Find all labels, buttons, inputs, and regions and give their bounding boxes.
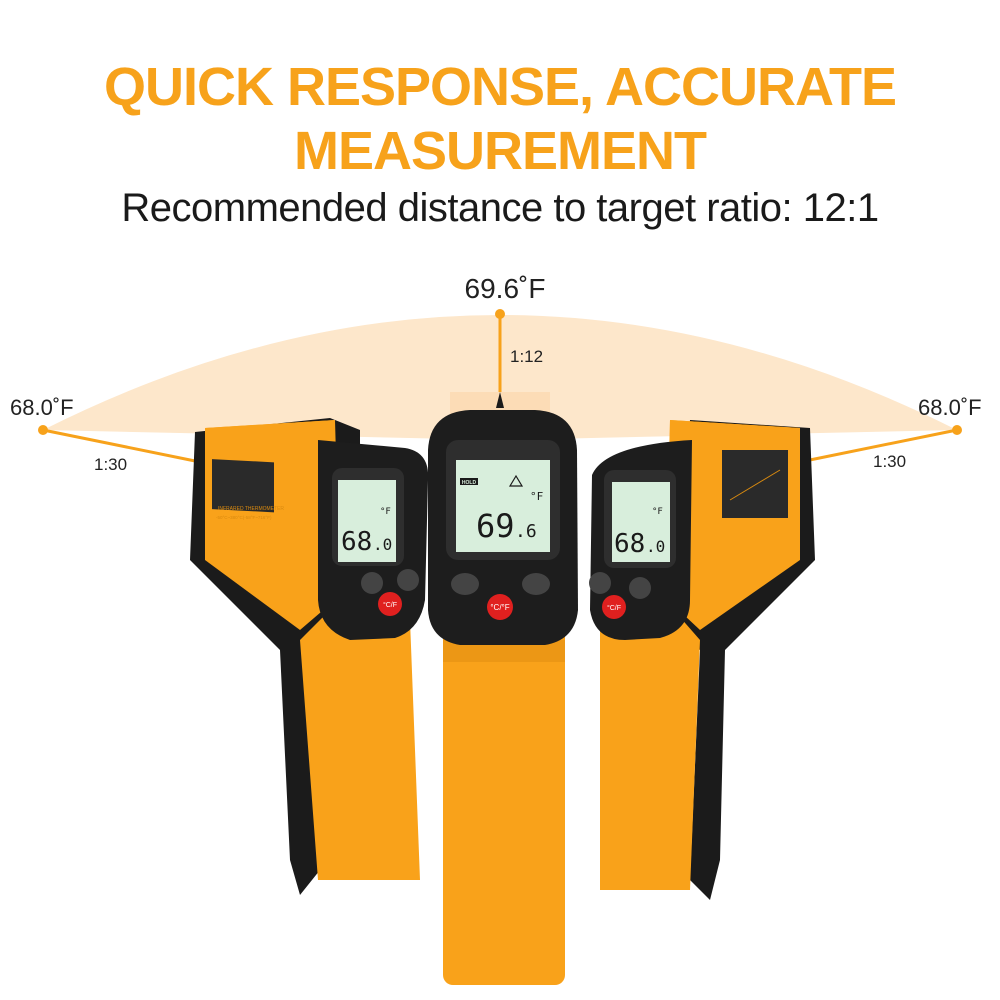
right-unit-button	[602, 595, 626, 619]
center-unit-button-label: °C/°F	[490, 603, 509, 612]
center-unit-button	[487, 594, 513, 620]
left-decimal: .0	[373, 535, 392, 554]
right-unit-button-label: °C/F	[607, 604, 621, 612]
right-unit: °F	[652, 507, 663, 517]
headline-line2: MEASUREMENT	[293, 121, 707, 181]
left-unit-button-label: °C/F	[383, 601, 397, 609]
right-ratio-label: 1:30	[873, 452, 906, 471]
left-temp-label: 68.0˚F	[10, 395, 74, 420]
right-light-button	[629, 577, 651, 599]
left-dot	[38, 425, 48, 435]
subtitle: Recommended distance to target ratio: 12…	[121, 186, 879, 230]
right-thermometer: 68 .0 °F °C/F	[589, 420, 815, 900]
center-handle	[443, 620, 565, 985]
left-laser-button	[361, 572, 383, 594]
center-unit: °F	[530, 490, 543, 503]
right-decimal: .0	[646, 537, 665, 556]
center-temp-label: 69.6˚F	[465, 273, 546, 304]
left-light-button	[397, 569, 419, 591]
right-beam-line	[799, 428, 958, 464]
center-thermometer: HOLD 69 .6 °F °C/°F	[428, 392, 578, 985]
left-unit: °F	[380, 507, 391, 517]
center-light-button	[522, 573, 550, 595]
center-decimal: .6	[515, 521, 537, 542]
right-temp-label: 68.0˚F	[918, 395, 982, 420]
center-hold-indicator: HOLD	[462, 480, 477, 486]
left-reading: 68	[341, 527, 372, 557]
center-laser-button	[451, 573, 479, 595]
center-dot	[495, 309, 505, 319]
center-lcd	[456, 460, 550, 552]
left-range: -50°C~380°C(-58°F~716°F)	[216, 515, 272, 520]
laser-warning-icon	[508, 474, 524, 487]
left-lcd	[338, 480, 396, 562]
left-label: INFRARED THERMOMETER	[218, 506, 284, 512]
right-lcd	[612, 482, 670, 562]
left-unit-button	[378, 592, 402, 616]
right-dot	[952, 425, 962, 435]
left-ratio-label: 1:30	[94, 455, 127, 474]
right-reading: 68	[614, 529, 645, 559]
headline-line1: QUICK RESPONSE, ACCURATE	[103, 57, 897, 117]
center-reading: 69	[476, 507, 515, 545]
left-thermometer: INFRARED THERMOMETER -50°C~380°C(-58°F~7…	[190, 418, 429, 895]
center-ratio-label: 1:12	[510, 347, 543, 366]
right-laser-button	[589, 572, 611, 594]
left-beam-line	[42, 428, 201, 464]
